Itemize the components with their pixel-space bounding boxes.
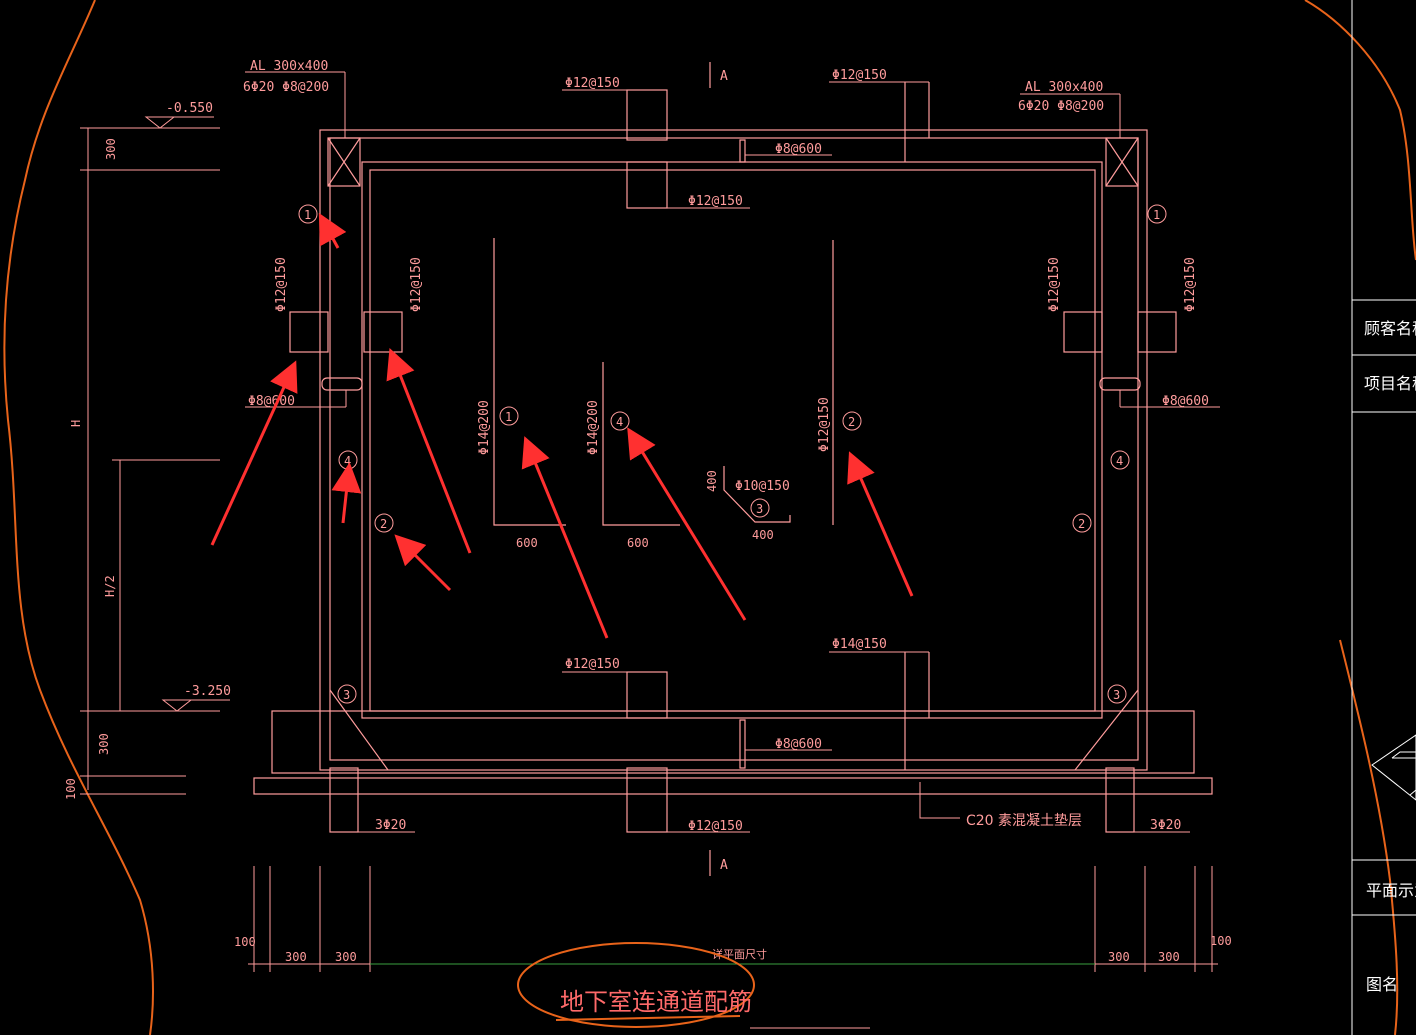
orange-outline-right-lower — [1339, 639, 1399, 1035]
dim-h: H — [69, 420, 83, 427]
orange-outline-left — [3, 0, 154, 1035]
customer-name-label: 顾客名称 — [1364, 319, 1416, 338]
annotation-arrow — [210, 360, 298, 546]
top-slab-rebar-1: Φ12@150 — [565, 76, 620, 91]
bar3-label: Φ10@150 — [735, 479, 790, 494]
marker-2-left: 2 — [380, 517, 387, 531]
bottom-bars-right: 3Φ20 — [1150, 818, 1181, 833]
marker-4-right: 4 — [1116, 454, 1123, 468]
tie-left: Φ8@600 — [248, 394, 295, 409]
bar3-dim-vertical: 400 — [705, 470, 719, 492]
annotation-arrow — [627, 427, 747, 621]
marker-1-center: 1 — [505, 410, 512, 424]
marker-4-center: 4 — [616, 415, 623, 429]
top-slab-tie: Φ8@600 — [775, 142, 822, 157]
marker-2-center: 2 — [848, 415, 855, 429]
bottom-slab-rebar-1: Φ12@150 — [565, 657, 620, 672]
section-mark-top: A — [720, 69, 728, 84]
elevation-bottom: -3.250 — [184, 684, 231, 699]
bar1-length: 600 — [516, 536, 538, 550]
bottom-rebar-outer: Φ12@150 — [688, 819, 743, 834]
bar3-dim-horizontal: 400 — [752, 528, 774, 542]
wall-left-inner-rebar: Φ12@150 — [409, 257, 424, 312]
title-block — [1351, 0, 1416, 1035]
wall-left-outer-rebar: Φ12@150 — [274, 257, 289, 312]
annotation-arrow — [318, 212, 347, 249]
left-dimensions — [80, 116, 230, 795]
marker-4-left: 4 — [344, 454, 351, 468]
bottom-slab-rebar-2: Φ14@150 — [832, 637, 887, 652]
marker-2-right: 2 — [1078, 517, 1085, 531]
handwritten-title: 地下室连通道配筋 — [560, 988, 752, 1016]
section-outline — [253, 62, 1213, 876]
orange-outline-right — [1304, 0, 1416, 261]
rebar-details — [493, 238, 834, 526]
tie-right: Φ8@600 — [1162, 394, 1209, 409]
bottom-bars-left: 3Φ20 — [375, 818, 406, 833]
bar2-label: Φ12@150 — [817, 397, 832, 452]
bar1-label: Φ14@200 — [477, 400, 492, 455]
marker-3-center: 3 — [756, 502, 763, 516]
top-slab-rebar-2: Φ12@150 — [832, 68, 887, 83]
wall-right-outer-rebar: Φ12@150 — [1183, 257, 1198, 312]
annotation-arrow — [847, 451, 914, 597]
bar4-label: Φ14@200 — [586, 400, 601, 455]
dim-bottom-300-d: 300 — [1158, 950, 1180, 964]
dim-bottom-center: 详平面尺寸 — [712, 947, 767, 961]
bar4-length: 600 — [627, 536, 649, 550]
top-slab-rebar-3: Φ12@150 — [688, 194, 743, 209]
dim-300-bottom: 300 — [97, 733, 111, 755]
marker-3-right: 3 — [1113, 688, 1120, 702]
dim-bottom-300-b: 300 — [335, 950, 357, 964]
section-mark-bottom: A — [720, 858, 728, 873]
annotation-arrow — [521, 436, 609, 639]
dim-bottom-300-a: 300 — [285, 950, 307, 964]
dim-bottom-300-c: 300 — [1108, 950, 1130, 964]
beam-right-size: AL 300x400 — [1025, 80, 1103, 95]
dim-h-half: H/2 — [103, 575, 117, 597]
plan-sketch-label: 平面示意 — [1366, 881, 1416, 900]
wall-right-inner-rebar: Φ12@150 — [1047, 257, 1062, 312]
annotation-arrow — [386, 348, 472, 554]
dim-bottom-100-right: 100 — [1210, 934, 1232, 948]
annotation-arrow — [331, 462, 362, 524]
dim-100: 100 — [64, 778, 78, 800]
bottom-dimensions — [248, 866, 1218, 972]
annotation-arrows — [210, 212, 914, 639]
elevation-top: -0.550 — [166, 101, 213, 116]
dim-bottom-100-left: 100 — [234, 935, 256, 949]
dim-300-top: 300 — [104, 138, 118, 160]
title-underline — [555, 1015, 741, 1021]
beam-left-rebar: 6Φ20 Φ8@200 — [243, 80, 329, 95]
marker-1-right: 1 — [1153, 208, 1160, 222]
drawing-name-label: 图名 — [1366, 975, 1398, 994]
annotation-arrow — [394, 534, 452, 592]
cushion-label: C20 素混凝土垫层 — [966, 813, 1082, 829]
project-name-label: 项目名称 — [1364, 374, 1416, 393]
bottom-slab-tie: Φ8@600 — [775, 737, 822, 752]
marker-1-left: 1 — [304, 208, 311, 222]
marker-3-left: 3 — [343, 688, 350, 702]
beam-right-rebar: 6Φ20 Φ8@200 — [1018, 99, 1104, 114]
leader-lines — [245, 71, 1220, 833]
title-circle — [517, 942, 755, 1028]
beam-left-size: AL 300x400 — [250, 59, 328, 74]
circle-markers — [298, 204, 1167, 704]
